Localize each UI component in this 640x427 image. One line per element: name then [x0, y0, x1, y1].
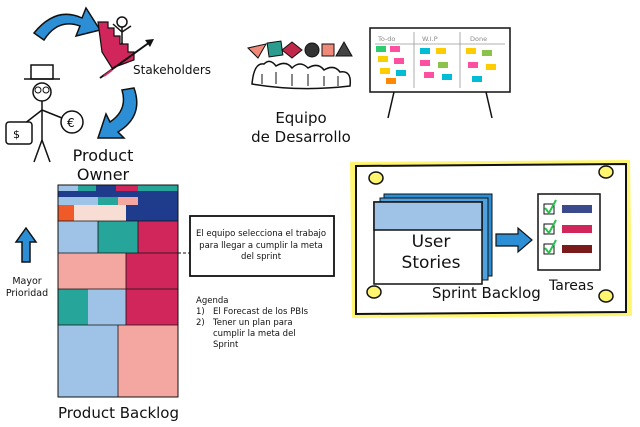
svg-text:€: €	[67, 116, 75, 130]
sprint-backlog-label: Sprint Backlog	[432, 284, 541, 302]
svg-text:$: $	[13, 128, 20, 141]
priority-arrow-icon	[14, 226, 38, 263]
priority-label: Mayor Prioridad	[5, 276, 49, 299]
team-members-icon	[247, 40, 353, 90]
team-label: Equipo de Desarrollo	[251, 109, 351, 146]
kanban-board	[369, 27, 511, 119]
product-owner-label: Product Owner	[72, 146, 134, 184]
product-backlog-blocks	[57, 184, 179, 398]
stakeholder-figure-icon	[97, 16, 154, 79]
cycle-arrow-right-icon	[96, 87, 138, 139]
tasks-card	[537, 193, 601, 271]
agenda: Agenda 1) El Forecast de los PBIs 2) Ten…	[196, 296, 366, 351]
agenda-item: 2) Tener un plan para cumplir la meta de…	[196, 318, 366, 351]
board-column-todo: To-do	[378, 35, 396, 43]
agenda-item-text: Tener un plan para cumplir la meta del S…	[213, 318, 296, 350]
board-column-labels: To-do W.I.P Done	[370, 0, 510, 60]
cycle-arrow-top-icon	[32, 6, 102, 42]
arrow-right-icon	[495, 226, 533, 254]
sticky-notes	[376, 46, 496, 84]
board-column-wip: W.I.P	[422, 35, 438, 43]
product-owner-figure-icon: $ €	[5, 64, 84, 163]
agenda-item: 1) El Forecast de los PBIs	[196, 307, 366, 318]
user-stories-stack	[373, 193, 493, 285]
agenda-item-text: El Forecast de los PBIs	[213, 307, 309, 317]
user-stories-label: User Stories	[401, 232, 461, 273]
product-backlog-label: Product Backlog	[58, 404, 180, 422]
stakeholders-label: Stakeholders	[133, 63, 212, 77]
selection-box	[189, 215, 335, 277]
agenda-title: Agenda	[196, 296, 229, 306]
tasks-label: Tareas	[549, 278, 594, 294]
board-column-done: Done	[470, 35, 488, 43]
agenda-item-number: 1)	[196, 307, 205, 317]
agenda-item-number: 2)	[196, 318, 205, 328]
pin-icons	[366, 165, 614, 303]
selection-text: El equipo selecciona el trabajo para lle…	[195, 229, 327, 262]
